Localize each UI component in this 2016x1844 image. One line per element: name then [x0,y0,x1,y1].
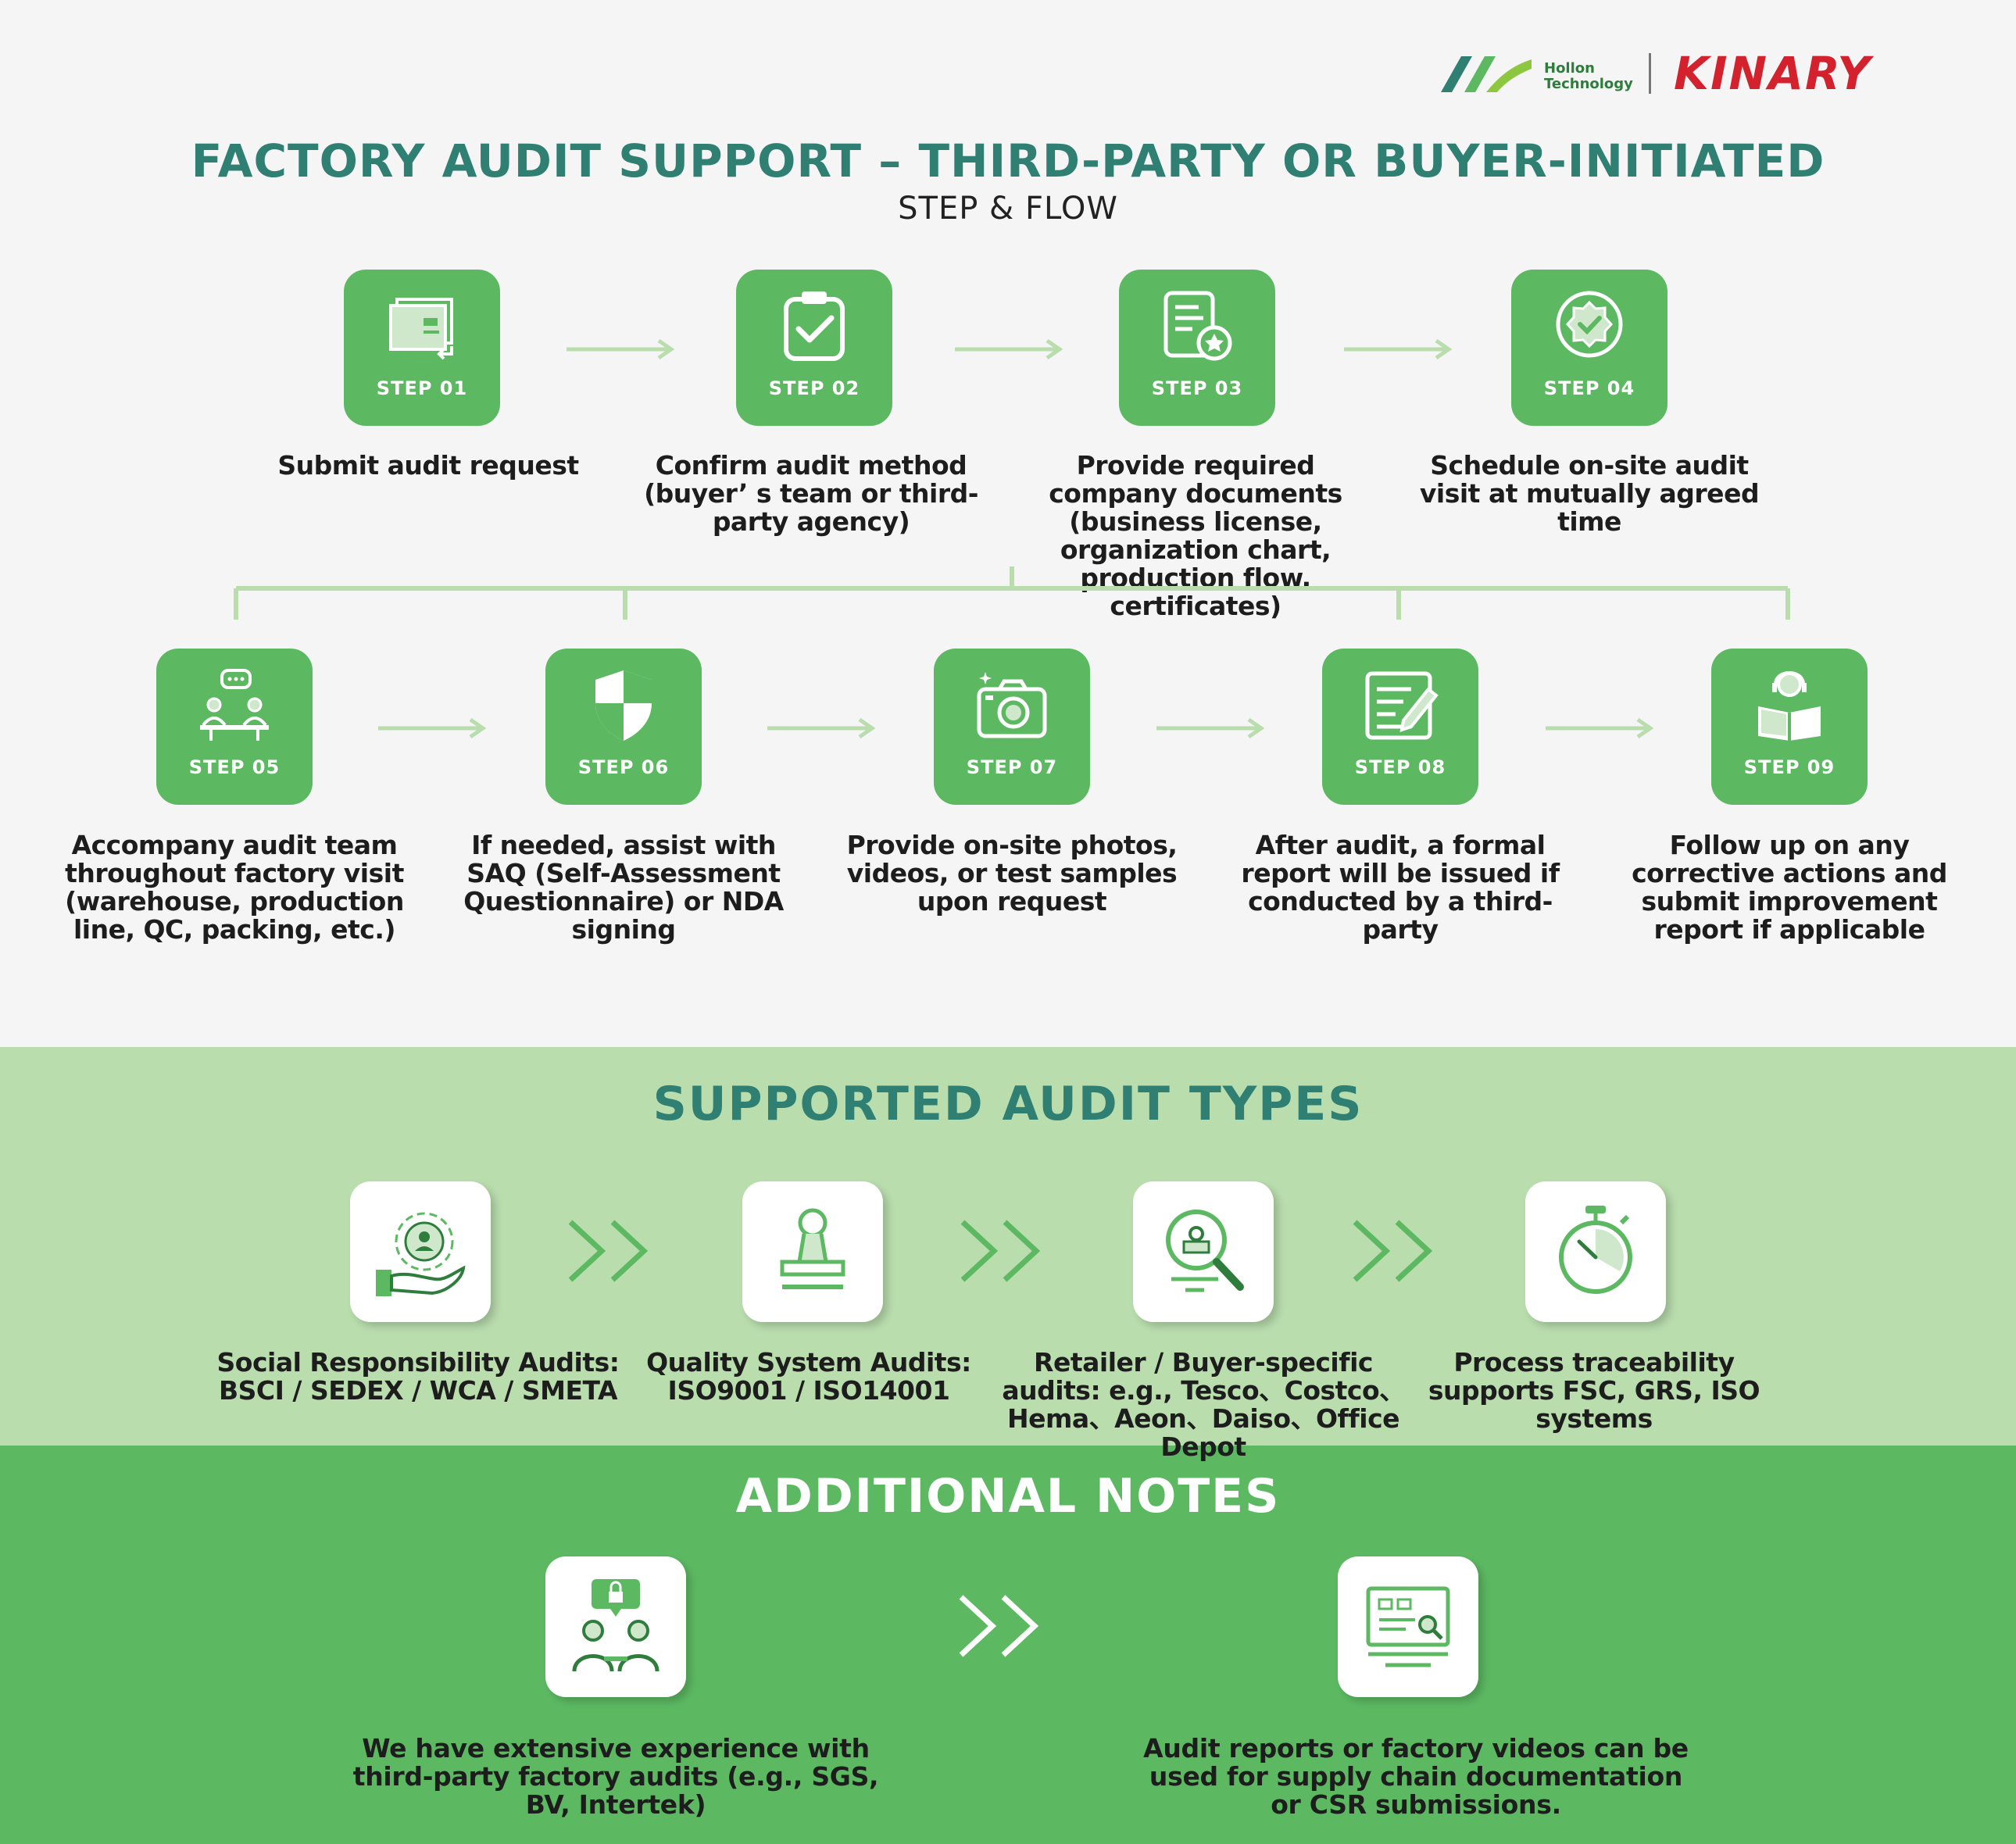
flow-arrow-icon [955,338,1063,360]
step-03-card: STEP 03 [1119,270,1275,426]
step-07-card: STEP 07 [934,649,1090,805]
audit-type-description: Quality System Audits: ISO9001 / ISO1400… [646,1347,971,1406]
hollon-logo-icon [1441,56,1532,92]
certificate-document-icon [1163,291,1232,361]
step-06-card: STEP 06 [545,649,702,805]
audit-type-description: Retailer / Buyer-specific audits: e.g., … [1002,1347,1405,1462]
double-chevron-icon [568,1220,649,1282]
step-label: STEP 02 [768,377,860,399]
social-responsibility-icon [376,1212,466,1296]
camera-icon [977,672,1047,738]
step-02-card: STEP 02 [736,270,892,426]
audit-type-card [742,1181,883,1322]
flow-arrow-icon [1546,717,1654,739]
step-label: STEP 05 [188,756,281,778]
logo-divider [1649,53,1651,94]
clipboard-check-icon [784,291,845,361]
inspection-magnifier-icon [1166,1210,1244,1292]
step-01-description: Submit audit request [277,450,579,481]
audit-types-title: SUPPORTED AUDIT TYPES [652,1077,1364,1131]
audit-type-card [350,1181,491,1322]
report-edit-icon [1365,671,1439,740]
double-chevron-icon [960,1220,1041,1282]
note-description: We have extensive experience with third-… [352,1733,879,1820]
note-card [1338,1556,1478,1697]
report-search-icon [1366,1586,1450,1667]
flow-arrow-icon [767,717,876,739]
kinary-wordmark: KINARY [1674,47,1872,100]
step-label: STEP 06 [577,756,670,778]
step-label: STEP 04 [1543,377,1635,399]
double-chevron-icon [1353,1220,1433,1282]
note-description: Audit reports or factory videos can be u… [1143,1733,1689,1820]
step-04-card: STEP 04 [1511,270,1667,426]
step-09-description: Follow up on any corrective actions and … [1632,830,1947,945]
step-02-description: Confirm audit method (buyer’ s team or t… [644,450,978,537]
page-subtitle: STEP & FLOW [898,191,1118,227]
flow-arrow-icon [378,717,487,739]
step-08-description: After audit, a formal report will be iss… [1241,830,1560,945]
secure-meeting-icon [572,1579,659,1672]
audit-type-description: Process traceability supports FSC, GRS, … [1428,1347,1760,1434]
audit-types-section [0,1047,2016,1446]
page-title: FACTORY AUDIT SUPPORT – THIRD-PARTY OR B… [191,134,1825,188]
step-01-card: STEP 01 [344,270,500,426]
hollon-wordmark: Hollon Technology [1544,60,1633,92]
step-08-card: STEP 08 [1322,649,1478,805]
flow-arrow-icon [1344,338,1453,360]
shield-icon [595,670,652,741]
top-section [0,0,2016,1047]
approval-badge-icon [1556,291,1623,358]
audit-type-card [1525,1181,1666,1322]
step-label: STEP 08 [1354,756,1446,778]
step-07-description: Provide on-site photos, videos, or test … [846,830,1178,917]
notes-section [0,1446,2016,1844]
flow-connector [234,566,1790,620]
double-chevron-icon [959,1595,1039,1657]
stopwatch-icon [1559,1206,1632,1294]
note-card [545,1556,686,1697]
meeting-icon [200,669,269,741]
step-label: STEP 03 [1151,377,1243,399]
step-09-card: STEP 09 [1711,649,1868,805]
brand-logos: Hollon Technology KINARY [1438,47,1891,103]
support-reader-icon [1758,671,1821,741]
step-06-description: If needed, assist with SAQ (Self-Assessm… [463,830,784,945]
step-label: STEP 09 [1743,756,1835,778]
document-transfer-icon [389,298,453,360]
audit-type-card [1133,1181,1274,1322]
stamp-icon [780,1208,845,1289]
flow-arrow-icon [567,338,675,360]
audit-type-description: Social Responsibility Audits: BSCI / SED… [216,1347,620,1406]
step-label: STEP 01 [376,377,468,399]
step-05-description: Accompany audit team throughout factory … [65,830,404,945]
flow-arrow-icon [1156,717,1265,739]
notes-title: ADDITIONAL NOTES [735,1469,1281,1524]
step-label: STEP 07 [966,756,1058,778]
step-04-description: Schedule on-site audit visit at mutually… [1419,450,1760,537]
step-05-card: STEP 05 [156,649,313,805]
